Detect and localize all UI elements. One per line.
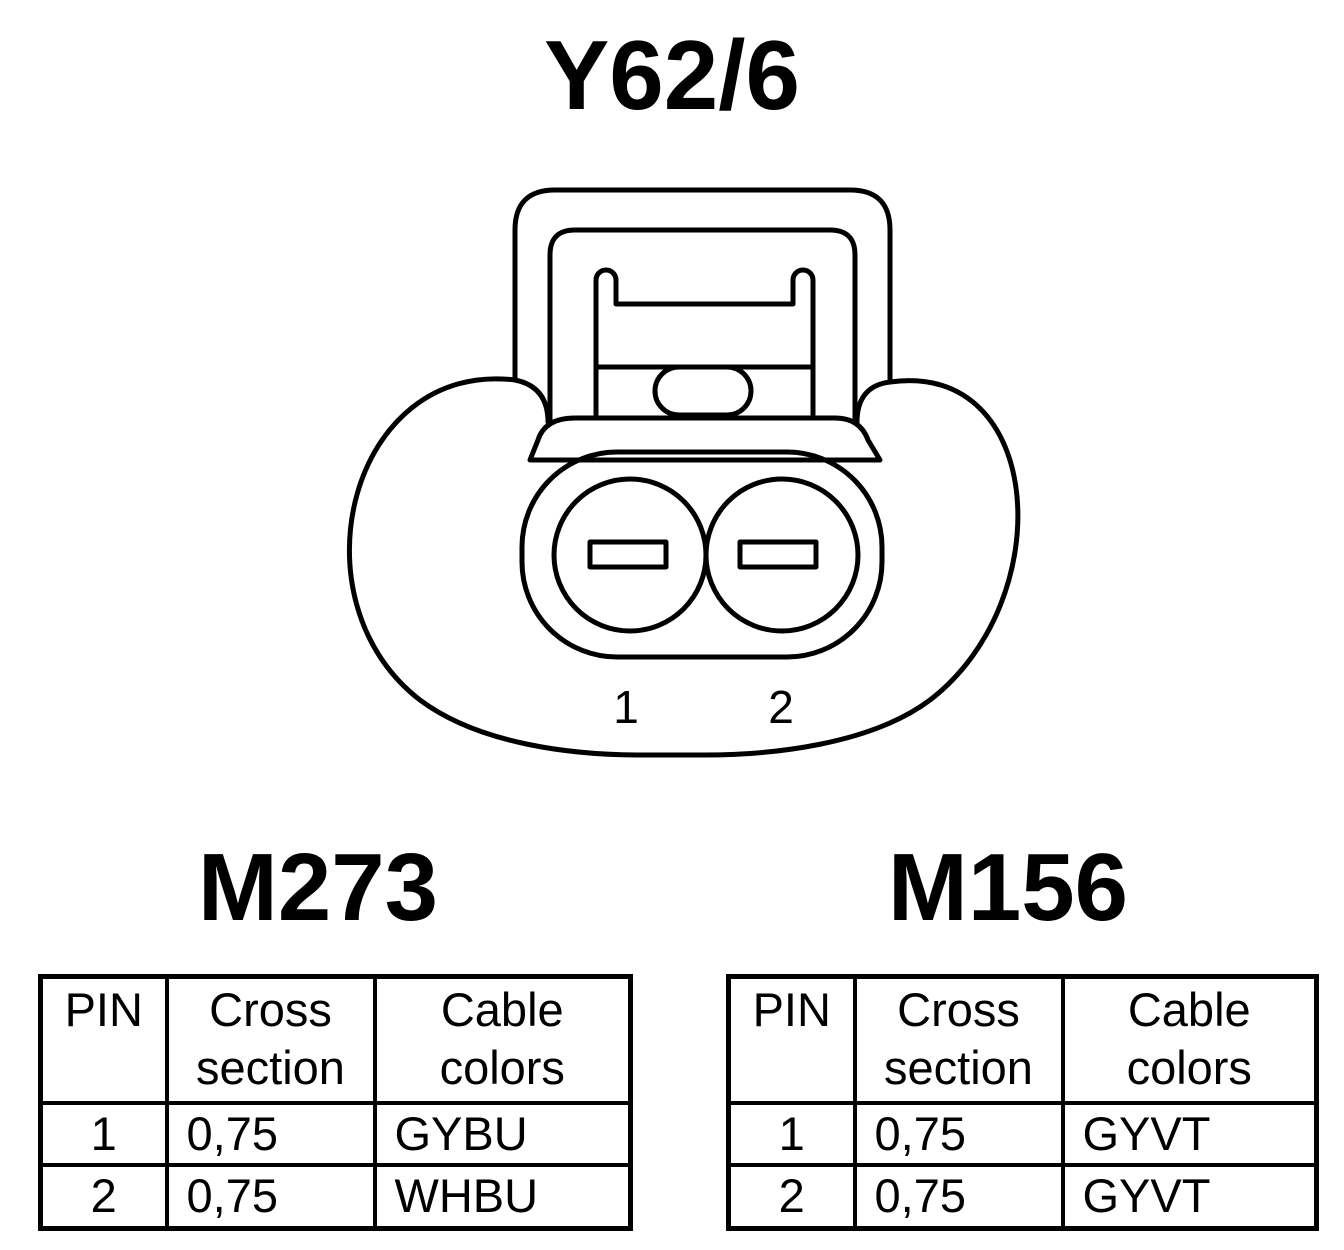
pin-cavity-outline (519, 449, 885, 660)
table-row: 1 0,75 GYBU (38, 1100, 633, 1168)
connector-housing-outline (347, 187, 1021, 758)
cell-cable-color: WHBU (372, 1163, 633, 1231)
cell-pin: 1 (38, 1100, 169, 1168)
cell-cross-section: 0,75 (164, 1163, 377, 1231)
header-cross-section: Cross section (164, 974, 377, 1105)
header-pin: PIN (38, 974, 169, 1105)
header-pin: PIN (726, 974, 857, 1105)
pin-2-label: 2 (768, 681, 794, 733)
pin-1-contact (587, 539, 669, 570)
cell-cable-color: GYVT (1060, 1100, 1319, 1168)
header-cable-colors: Cable colors (1060, 974, 1319, 1105)
pin-2-contact (737, 539, 819, 570)
cell-cross-section: 0,75 (852, 1100, 1065, 1168)
cell-cable-color: GYVT (1060, 1163, 1319, 1231)
latch-arm (593, 267, 816, 421)
pin-2-circle (703, 476, 861, 634)
latch-frame (547, 227, 858, 425)
cell-pin: 2 (726, 1163, 857, 1231)
pin-table-m273: PIN Cross section Cable colors 1 0,75 GY… (38, 974, 633, 1231)
header-cross-section: Cross section (852, 974, 1065, 1105)
engine-m156-title: M156 (887, 834, 1129, 941)
connector-title: Y62/6 (543, 20, 801, 130)
header-cable-colors: Cable colors (372, 974, 633, 1105)
connector-right-shoulder (854, 379, 893, 425)
pin-1-label: 1 (613, 681, 639, 733)
latch-button (652, 364, 754, 418)
cell-cross-section: 0,75 (164, 1100, 377, 1168)
pin-table-m156: PIN Cross section Cable colors 1 0,75 GY… (726, 974, 1319, 1231)
table-row: 2 0,75 GYVT (726, 1163, 1319, 1231)
table-row: 1 0,75 GYVT (726, 1100, 1319, 1168)
cell-cable-color: GYBU (372, 1100, 633, 1168)
cell-cross-section: 0,75 (852, 1163, 1065, 1231)
table-header-row: PIN Cross section Cable colors (38, 974, 633, 1105)
table-header-row: PIN Cross section Cable colors (726, 974, 1319, 1105)
connector-diagram: 1 2 (347, 187, 1021, 758)
connector-left-shoulder (512, 377, 551, 425)
cell-pin: 1 (726, 1100, 857, 1168)
engine-m273-title: M273 (197, 834, 439, 941)
mating-face-outline (527, 415, 883, 463)
cell-pin: 2 (38, 1163, 169, 1231)
table-row: 2 0,75 WHBU (38, 1163, 633, 1231)
pin-1-circle (551, 476, 709, 634)
